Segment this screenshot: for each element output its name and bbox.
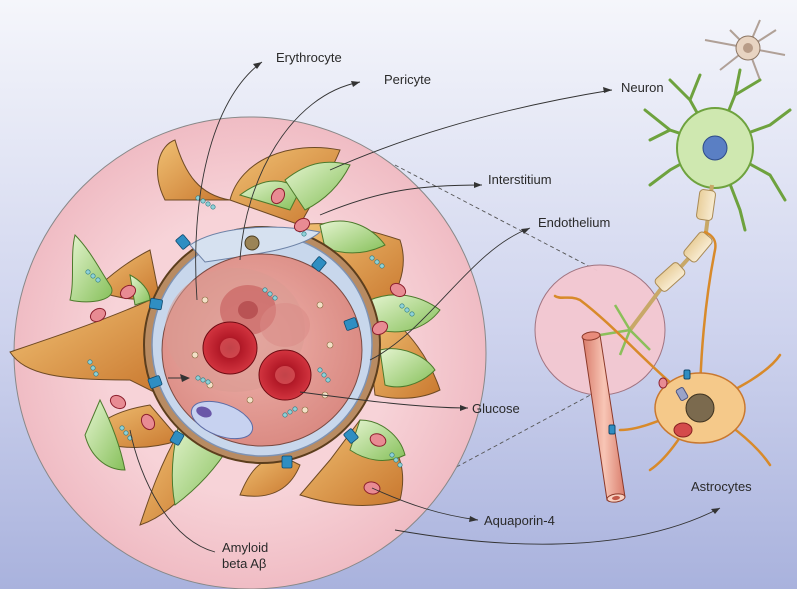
- blood-vessel: [581, 331, 626, 503]
- erythrocytes: [202, 285, 312, 401]
- neuron-axon: [599, 184, 716, 356]
- astrocyte-nucleus: [685, 393, 715, 423]
- label-neuron: Neuron: [621, 80, 664, 95]
- astrocyte-mitochondrion: [673, 422, 693, 438]
- astrocyte-transporter: [658, 377, 668, 389]
- callout-lines: [129, 61, 721, 553]
- label-amyloid-line1: Amyloid: [222, 540, 269, 555]
- pericyte-nucleus: [244, 235, 260, 251]
- nucleolus: [196, 406, 212, 418]
- upper-neuron-nucleus: [743, 43, 753, 53]
- label-glucose: Glucose: [472, 401, 520, 416]
- neuron-nucleus: [702, 135, 728, 161]
- label-astrocytes: Astrocytes: [691, 479, 752, 494]
- label-pericyte: Pericyte: [384, 72, 431, 87]
- label-amyloid-line2: beta Aβ: [222, 556, 267, 571]
- label-erythrocyte: Erythrocyte: [276, 50, 342, 65]
- astrocyte-organelle: [675, 387, 689, 401]
- label-aquaporin-4: Aquaporin-4: [484, 513, 555, 528]
- upper-neuron: [704, 19, 786, 81]
- label-interstitium: Interstitium: [488, 172, 552, 187]
- aquaporin-channels: [147, 234, 359, 469]
- lumen-particles: [191, 296, 334, 414]
- glucose-molecules: [85, 195, 415, 468]
- astrocyte-aquaporin: [683, 369, 691, 380]
- label-endothelium: Endothelium: [538, 215, 611, 230]
